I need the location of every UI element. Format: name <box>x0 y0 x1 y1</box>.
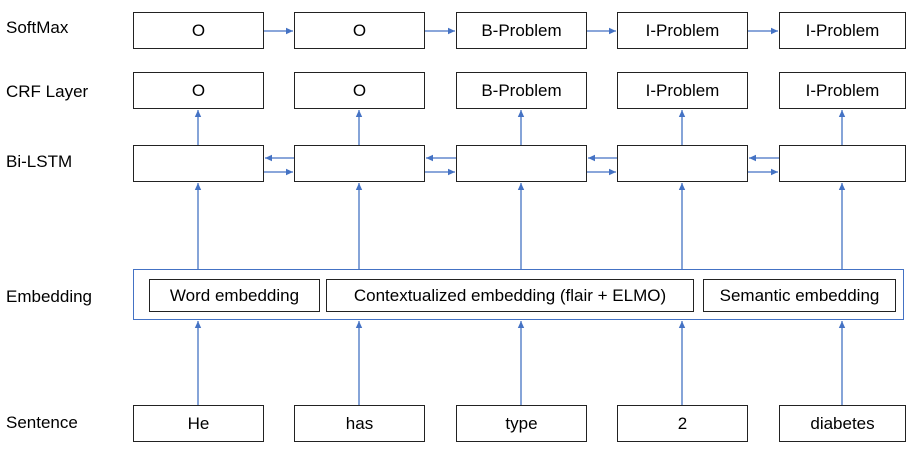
crf-tag-box: I-Problem <box>617 72 748 109</box>
bilstm-cell <box>294 145 425 182</box>
crf-tag-box: B-Problem <box>456 72 587 109</box>
crf-tag-box: I-Problem <box>779 72 906 109</box>
embedding-row-label: Embedding <box>6 287 93 306</box>
sentence-token-box: diabetes <box>779 405 906 442</box>
crf-tag-box: O <box>294 72 425 109</box>
bilstm-cell <box>779 145 906 182</box>
word-embedding-box: Word embedding <box>149 279 320 312</box>
bilstm-cell <box>133 145 264 182</box>
sentence-token-box: has <box>294 405 425 442</box>
bilstm-cell <box>456 145 587 182</box>
bilstm-row-label: Bi-LSTM <box>6 152 73 171</box>
sentence-token-box: type <box>456 405 587 442</box>
sentence-token-box: 2 <box>617 405 748 442</box>
softmax-tag-box: O <box>133 12 264 49</box>
embedding-container: Word embedding Contextualized embedding … <box>133 269 904 320</box>
contextualized-embedding-box: Contextualized embedding (flair + ELMO) <box>326 279 694 312</box>
softmax-tag-box: I-Problem <box>779 12 906 49</box>
softmax-tag-box: I-Problem <box>617 12 748 49</box>
semantic-embedding-box: Semantic embedding <box>703 279 896 312</box>
softmax-tag-box: O <box>294 12 425 49</box>
softmax-row-label: SoftMax <box>6 18 69 37</box>
sentence-token-box: He <box>133 405 264 442</box>
crf-row-label: CRF Layer <box>6 82 89 101</box>
crf-tag-box: O <box>133 72 264 109</box>
sentence-row-label: Sentence <box>6 413 78 432</box>
bilstm-cell <box>617 145 748 182</box>
softmax-tag-box: B-Problem <box>456 12 587 49</box>
